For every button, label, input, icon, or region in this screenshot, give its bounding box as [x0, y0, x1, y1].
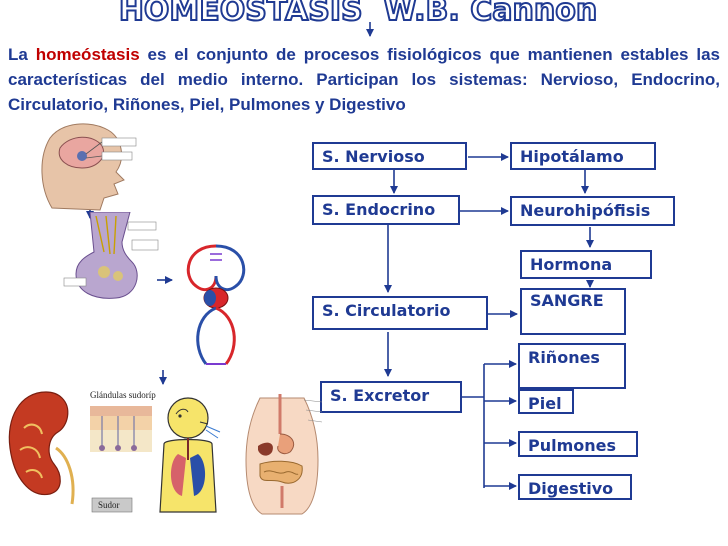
intro-keyword: homeóstasis	[35, 45, 140, 64]
box-s-endocrino: S. Endocrino	[312, 195, 460, 225]
circulatory-system-illustration	[176, 236, 256, 370]
box-digestivo: Digestivo	[518, 474, 632, 500]
box-hormona: Hormona	[520, 250, 652, 279]
page-title-text: HOMEOSTASIS W.B. Cannon	[119, 0, 597, 26]
page-title: HOMEOSTASIS W.B. Cannon	[118, 0, 598, 26]
lungs-illustration	[159, 397, 221, 513]
sweat-glands-illustration: Glándulas sudoríparas Sudor	[90, 390, 156, 513]
intro-prefix: La	[8, 45, 36, 64]
box-piel: Piel	[518, 389, 574, 414]
pituitary-gland-illustration	[63, 212, 159, 299]
sudor-label: Sudor	[98, 500, 120, 510]
box-pulmones: Pulmones	[518, 431, 638, 457]
kidney-illustration	[8, 391, 75, 505]
intro-paragraph: La homeóstasis es el conjunto de proceso…	[8, 42, 720, 117]
box-s-circulatorio: S. Circulatorio	[312, 296, 488, 330]
box-hipotalamo: Hipotálamo	[510, 142, 656, 170]
box-s-excretor: S. Excretor	[320, 381, 462, 413]
box-neurohipofisis: Neurohipófisis	[510, 196, 675, 226]
head-hypothalamus-illustration	[41, 123, 137, 211]
glandulas-label: Glándulas sudoríparas	[90, 390, 156, 400]
box-rinones: Riñones	[518, 343, 626, 389]
intro-body: es el conjunto de procesos fisiológicos …	[8, 45, 721, 114]
box-sangre: SANGRE	[520, 288, 626, 335]
digestive-system-illustration	[245, 394, 323, 515]
box-s-nervioso: S. Nervioso	[312, 142, 467, 170]
